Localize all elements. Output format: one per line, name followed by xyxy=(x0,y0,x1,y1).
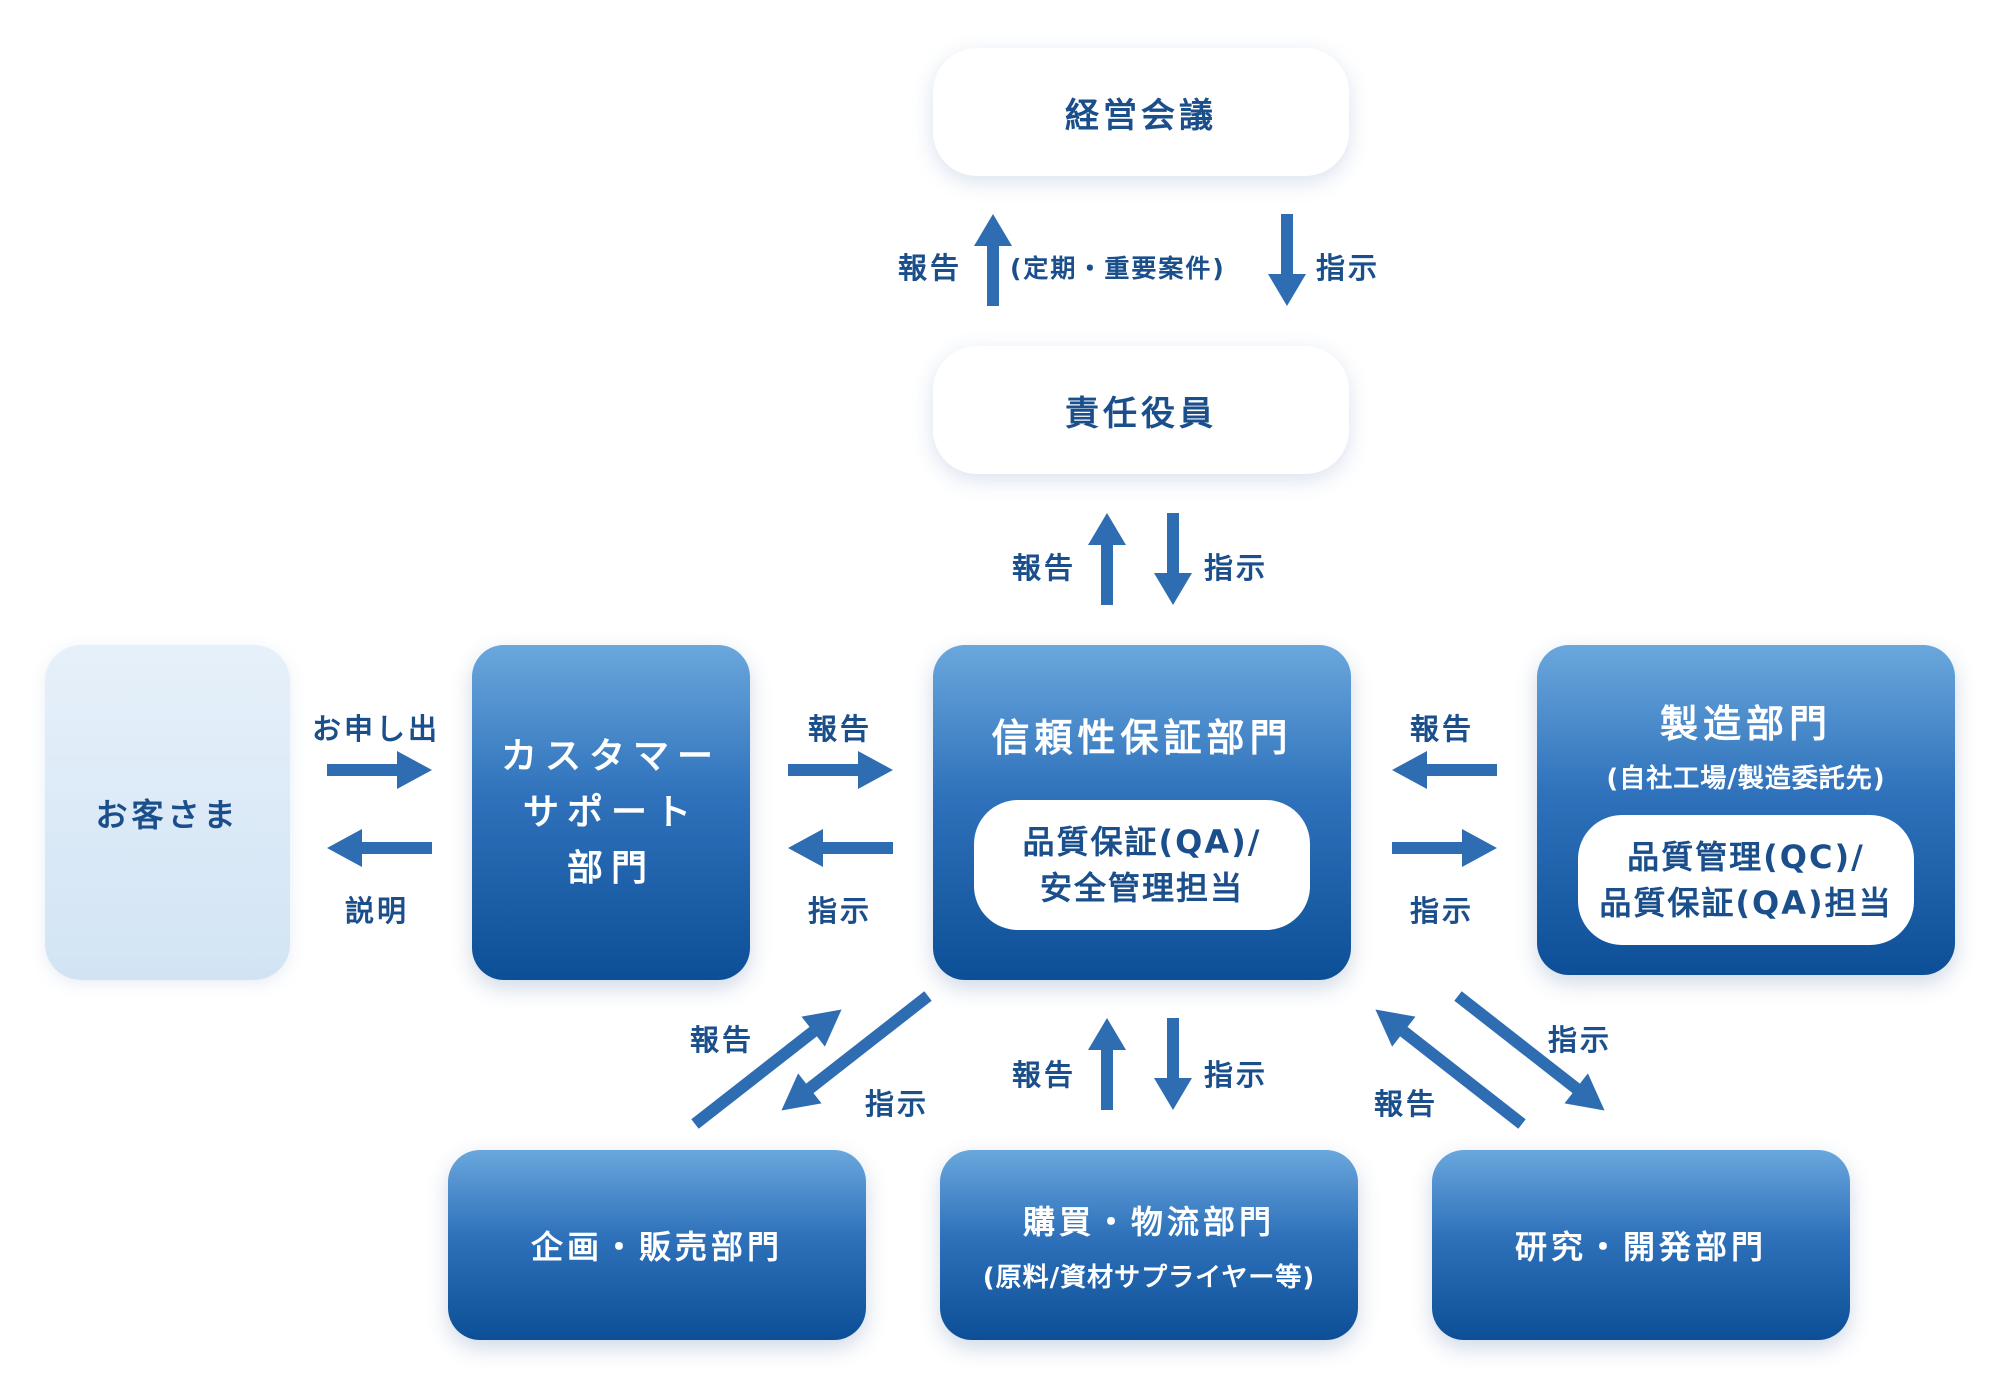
manufacturing-sub: (自社工場/製造委託先) xyxy=(1606,764,1886,794)
arrow-up-mid-report xyxy=(1088,513,1126,605)
management-meeting-box: 経営会議 xyxy=(933,48,1349,176)
customer-support-line-1: カスタマー xyxy=(500,735,721,777)
rnd-box: 研究・開発部門 xyxy=(1432,1150,1850,1340)
label-instruct-planning: 指示 xyxy=(865,1087,930,1121)
reliability-inner-pill: 品質保証(QA)/ 安全管理担当 xyxy=(974,800,1310,930)
management-meeting-label: 経営会議 xyxy=(1065,95,1217,136)
label-instruct-purchasing: 指示 xyxy=(1204,1058,1269,1092)
arrow-right-support-report xyxy=(788,751,893,789)
label-instruct-top: 指示 xyxy=(1316,251,1381,285)
label-report-planning: 報告 xyxy=(690,1023,755,1057)
arrow-up-bottom-report xyxy=(1088,1018,1126,1110)
arrow-diag-planning-report xyxy=(691,1009,842,1129)
customer-support-box: カスタマー サポート 部門 xyxy=(472,645,750,980)
customer-support-line-2: サポート xyxy=(522,791,699,833)
label-explanation: 説明 xyxy=(345,894,410,928)
arrow-left-mfg-report xyxy=(1392,751,1497,789)
arrow-diag-rnd-report xyxy=(1375,1009,1526,1129)
manufacturing-inner-pill: 品質管理(QC)/ 品質保証(QA)担当 xyxy=(1578,815,1914,945)
label-report-purchasing: 報告 xyxy=(1012,1058,1077,1092)
arrow-diag-rnd-instruct xyxy=(1454,991,1605,1111)
manufacturing-box: 製造部門 (自社工場/製造委託先) 品質管理(QC)/ 品質保証(QA)担当 xyxy=(1537,645,1955,975)
label-regular-important: (定期・重要案件) xyxy=(1010,254,1226,283)
arrow-down-bottom-instruct xyxy=(1154,1018,1192,1110)
arrow-right-mfg-instruct xyxy=(1392,829,1497,867)
label-report-rnd: 報告 xyxy=(1374,1087,1439,1121)
rnd-label: 研究・開発部門 xyxy=(1514,1228,1767,1266)
arrow-left-explanation xyxy=(327,829,432,867)
label-report-top: 報告 xyxy=(898,251,963,285)
planning-sales-label: 企画・販売部門 xyxy=(530,1228,783,1266)
label-inquiry: お申し出 xyxy=(312,712,441,746)
label-instruct-rnd: 指示 xyxy=(1548,1023,1613,1057)
arrow-down-top-instruct xyxy=(1268,214,1306,306)
arrow-down-mid-instruct xyxy=(1154,513,1192,605)
planning-sales-box: 企画・販売部門 xyxy=(448,1150,866,1340)
label-instruct-mfg: 指示 xyxy=(1410,894,1475,928)
reliability-box: 信頼性保証部門 品質保証(QA)/ 安全管理担当 xyxy=(933,645,1351,980)
arrow-left-support-instruct xyxy=(788,829,893,867)
label-report-mfg: 報告 xyxy=(1410,712,1475,746)
purchasing-box: 購買・物流部門 (原料/資材サプライヤー等) xyxy=(940,1150,1358,1340)
reliability-title: 信頼性保証部門 xyxy=(991,716,1293,760)
label-report-support: 報告 xyxy=(808,712,873,746)
manufacturing-inner-line-2: 品質保証(QA)担当 xyxy=(1599,884,1893,922)
label-instruct-support: 指示 xyxy=(808,894,873,928)
reliability-inner-line-1: 品質保証(QA)/ xyxy=(1022,823,1262,861)
arrow-right-inquiry xyxy=(327,751,432,789)
customer-label: お客さま xyxy=(95,795,240,834)
responsible-officer-box: 責任役員 xyxy=(933,346,1349,474)
purchasing-sub: (原料/資材サプライヤー等) xyxy=(982,1262,1316,1293)
arrow-diag-planning-instruct xyxy=(781,991,932,1111)
purchasing-title: 購買・物流部門 xyxy=(1022,1202,1275,1241)
responsible-officer-label: 責任役員 xyxy=(1065,393,1217,434)
manufacturing-inner-line-1: 品質管理(QC)/ xyxy=(1627,838,1865,876)
arrow-up-top-report xyxy=(974,214,1012,306)
manufacturing-title: 製造部門 xyxy=(1659,702,1832,746)
label-instruct-mid: 指示 xyxy=(1204,551,1269,585)
label-report-mid: 報告 xyxy=(1012,551,1077,585)
customer-box: お客さま xyxy=(45,645,290,980)
customer-support-line-3: 部門 xyxy=(566,847,655,889)
reliability-inner-line-2: 安全管理担当 xyxy=(1039,869,1244,907)
